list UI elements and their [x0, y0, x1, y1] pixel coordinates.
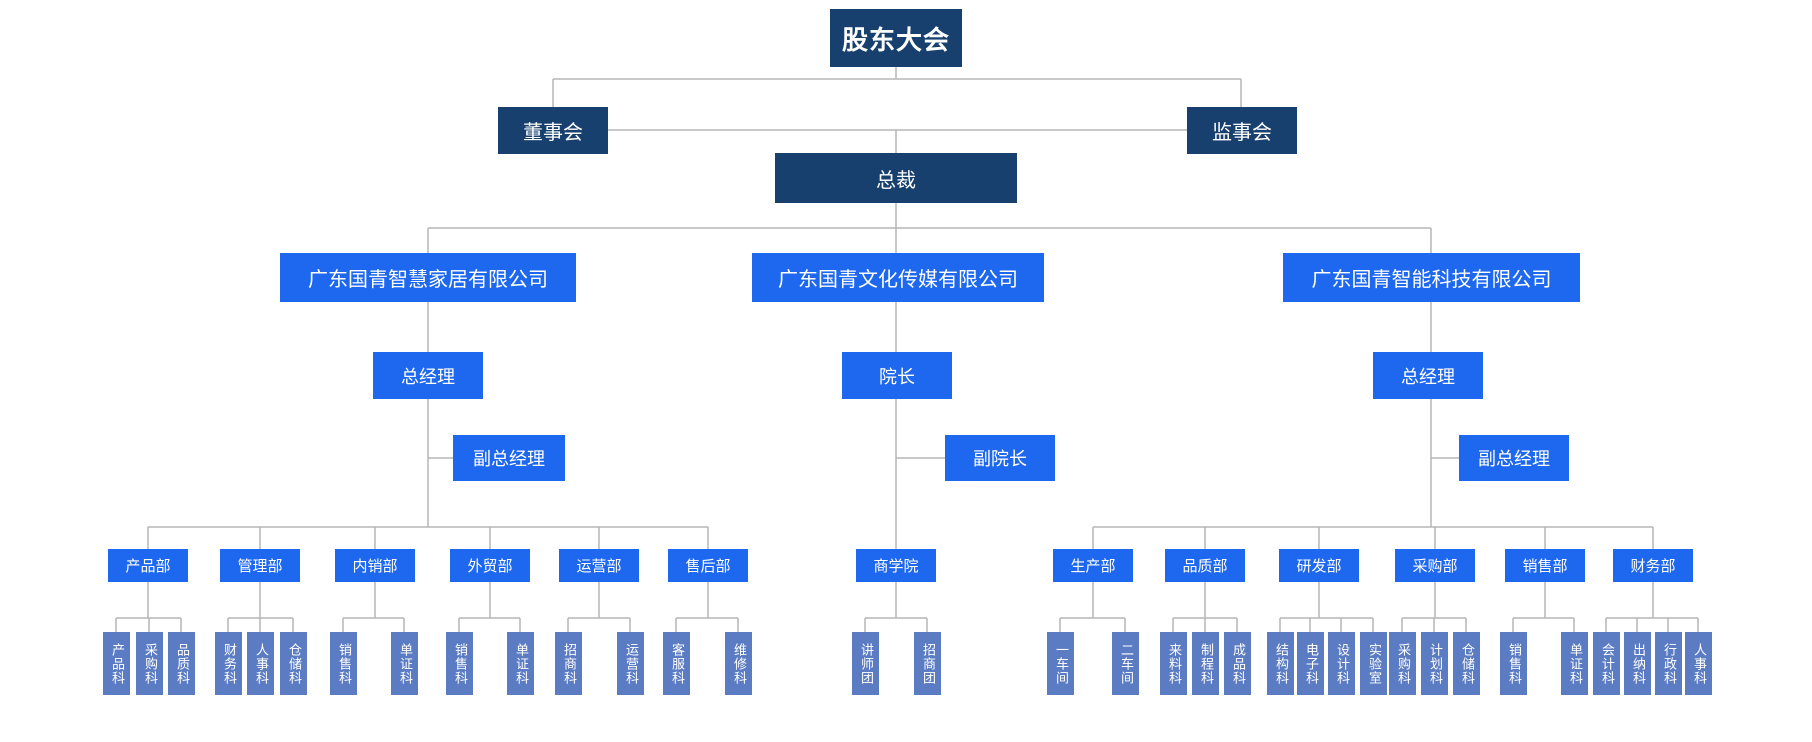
node-company-2-dept-1-section-1: 制程科 [1192, 632, 1219, 695]
node-company-2-dept-2-section-3: 实验室 [1360, 632, 1387, 695]
node-deputy-dean: 副院长 [945, 435, 1055, 481]
node-supervisory-board: 监事会 [1187, 107, 1297, 154]
node-shareholders-meeting: 股东大会 [830, 9, 962, 67]
node-company-2-dept-2: 研发部 [1279, 549, 1359, 582]
node-company-2-dept-0-section-0: 一车间 [1047, 632, 1074, 695]
node-company-0-dept-5-section-1: 维修科 [725, 632, 752, 695]
node-company-0-dept-1-section-2: 仓储科 [280, 632, 307, 695]
node-company-2-dept-3: 采购部 [1395, 549, 1475, 582]
node-company-2-dept-0: 生产部 [1053, 549, 1133, 582]
node-company-0-dept-1: 管理部 [220, 549, 300, 582]
node-board-of-directors: 董事会 [498, 107, 608, 154]
node-company-2-dept-0-section-1: 二车间 [1112, 632, 1139, 695]
node-company-0-dept-4: 运营部 [559, 549, 639, 582]
node-dean: 院长 [842, 352, 952, 399]
node-company-0-dept-2-section-1: 单证科 [391, 632, 418, 695]
node-company-2-dept-4: 销售部 [1505, 549, 1585, 582]
node-company-0-dept-1-section-0: 财务科 [215, 632, 242, 695]
node-company-2-dept-5-section-3: 人事科 [1685, 632, 1712, 695]
node-company-0-dept-5-section-0: 客服科 [663, 632, 690, 695]
node-company-2-dept-2-section-0: 结构科 [1267, 632, 1294, 695]
node-company-0-dept-0-section-2: 品质科 [168, 632, 195, 695]
node-company-0-dept-3-section-0: 销售科 [446, 632, 473, 695]
node-deputy-general-manager-company-2: 副总经理 [1459, 435, 1569, 481]
node-company-2-dept-3-section-0: 采购科 [1389, 632, 1416, 695]
node-company-0-dept-0-section-0: 产品科 [103, 632, 130, 695]
node-company-0-dept-2: 内销部 [335, 549, 415, 582]
node-company-0-dept-2-section-0: 销售科 [330, 632, 357, 695]
node-company-0-dept-3-section-1: 单证科 [507, 632, 534, 695]
node-company-0-dept-0-section-1: 采购科 [136, 632, 163, 695]
node-general-manager-company-2: 总经理 [1373, 352, 1483, 399]
node-company-intelligent-tech: 广东国青智能科技有限公司 [1283, 253, 1580, 302]
node-company-2-dept-1: 品质部 [1165, 549, 1245, 582]
node-company-2-dept-5-section-0: 会计科 [1593, 632, 1620, 695]
node-company-2-dept-5-section-1: 出纳科 [1624, 632, 1651, 695]
node-company-2-dept-4-section-1: 单证科 [1561, 632, 1588, 695]
node-company-0-dept-1-section-1: 人事科 [247, 632, 274, 695]
node-deputy-general-manager-company-0: 副总经理 [453, 435, 565, 481]
node-company-1-dept-0: 商学院 [856, 549, 936, 582]
node-company-0-dept-0: 产品部 [108, 549, 188, 582]
node-company-2-dept-1-section-2: 成品科 [1224, 632, 1251, 695]
node-company-2-dept-5: 财务部 [1613, 549, 1693, 582]
node-company-2-dept-2-section-2: 设计科 [1328, 632, 1355, 695]
node-company-2-dept-3-section-2: 仓储科 [1453, 632, 1480, 695]
node-president: 总裁 [775, 153, 1017, 203]
node-company-2-dept-1-section-0: 来料科 [1160, 632, 1187, 695]
node-company-0-dept-4-section-0: 招商科 [555, 632, 582, 695]
node-company-2-dept-4-section-0: 销售科 [1500, 632, 1527, 695]
node-company-1-dept-0-section-0: 讲师团 [852, 632, 879, 695]
node-company-2-dept-5-section-2: 行政科 [1655, 632, 1682, 695]
node-company-2-dept-2-section-1: 电子科 [1297, 632, 1324, 695]
node-company-smart-home: 广东国青智慧家居有限公司 [280, 253, 576, 302]
node-company-0-dept-4-section-1: 运营科 [617, 632, 644, 695]
node-company-0-dept-5: 售后部 [668, 549, 748, 582]
node-company-2-dept-3-section-1: 计划科 [1421, 632, 1448, 695]
node-company-1-dept-0-section-1: 招商团 [914, 632, 941, 695]
node-company-culture-media: 广东国青文化传媒有限公司 [752, 253, 1044, 302]
node-general-manager-company-0: 总经理 [373, 352, 483, 399]
node-company-0-dept-3: 外贸部 [450, 549, 530, 582]
